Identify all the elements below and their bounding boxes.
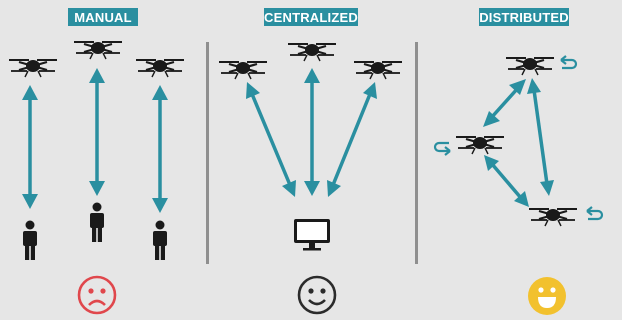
drone-icon xyxy=(527,207,579,228)
distributed-panel xyxy=(433,54,604,315)
drone-icon xyxy=(134,58,186,79)
drone-icon xyxy=(504,56,556,77)
drone-icon xyxy=(352,60,404,81)
distributed-label: DISTRIBUTED xyxy=(479,8,569,26)
return-arrow-icon xyxy=(433,141,452,157)
return-arrow-icon xyxy=(559,54,578,70)
centralized-panel xyxy=(217,42,404,315)
person-icon xyxy=(23,220,37,260)
drone-icon xyxy=(286,42,338,63)
link-arrow xyxy=(89,68,105,196)
link-arrow xyxy=(22,85,38,209)
smile-face-icon xyxy=(297,275,337,315)
person-icon xyxy=(153,220,167,260)
link-arrow xyxy=(152,85,168,213)
person-icon xyxy=(90,202,104,242)
link-arrow xyxy=(327,82,377,197)
panel-divider xyxy=(415,42,418,264)
return-arrow-icon xyxy=(585,205,604,221)
link-arrow xyxy=(484,155,529,207)
drone-icon xyxy=(7,58,59,79)
link-arrow xyxy=(246,82,296,197)
sad-face-icon xyxy=(77,275,117,315)
drone-icon xyxy=(217,60,269,81)
computer-monitor-icon xyxy=(294,219,330,251)
link-arrow xyxy=(483,79,526,127)
centralized-label: CENTRALIZED xyxy=(264,8,358,26)
link-arrow xyxy=(527,78,554,196)
manual-label: MANUAL xyxy=(68,8,138,26)
happy-face-icon xyxy=(528,277,566,315)
link-arrow xyxy=(304,68,320,196)
panel-divider xyxy=(206,42,209,264)
drone-icon xyxy=(454,135,506,156)
manual-panel xyxy=(7,40,186,315)
drone-icon xyxy=(72,40,124,61)
